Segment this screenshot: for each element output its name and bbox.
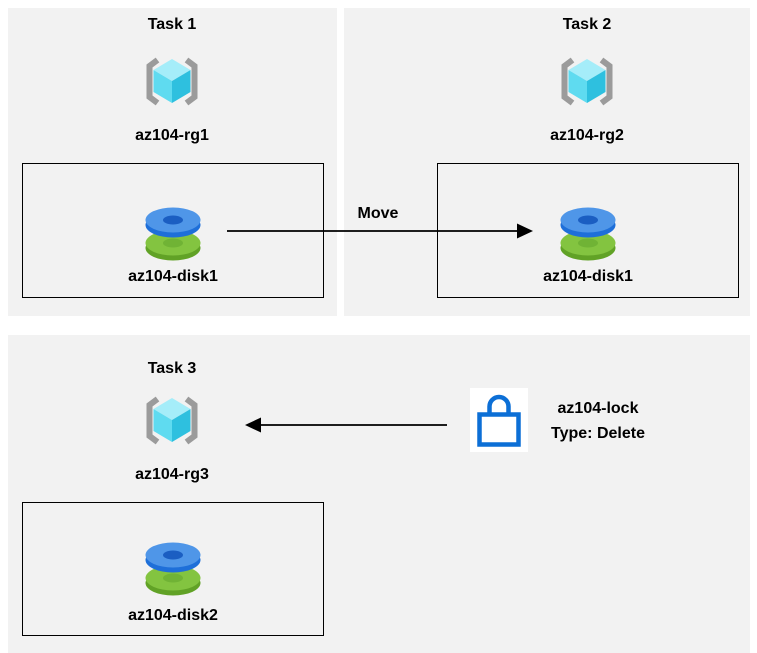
lock-icon [470,388,528,452]
task2-title: Task 2 [562,16,612,33]
lock-caption: az104-lock Type: Delete [536,396,660,446]
disk-icon [145,206,202,262]
move-arrow [227,223,533,239]
disk-icon [145,541,202,597]
move-arrow-label: Move [357,205,399,222]
resource-group-icon [559,53,616,110]
task3-panel: Task 3 az104-rg3 az104-disk2 [8,335,750,653]
task3-resource-group-label: az104-rg3 [135,466,209,483]
task2-disk-label: az104-disk1 [543,268,633,285]
task3-disk-label: az104-disk2 [128,607,218,624]
resource-group-icon [144,53,201,110]
lock-arrow [245,417,447,433]
resource-group-icon [144,392,201,449]
task1-resource-group-label: az104-rg1 [135,127,209,144]
task2-panel: Task 2 az104-rg2 az104-disk1 [344,8,750,316]
task1-panel: Task 1 az104-rg1 az104-disk1 [8,8,337,316]
task3-disk-box: az104-disk2 [22,502,324,636]
disk-icon [560,206,617,262]
task2-resource-group-label: az104-rg2 [550,127,624,144]
task1-disk-label: az104-disk1 [128,268,218,285]
task3-title: Task 3 [147,360,197,377]
lock-type-label: Type: Delete [551,425,645,442]
task1-title: Task 1 [147,16,197,33]
lock-name-label: az104-lock [557,400,639,417]
